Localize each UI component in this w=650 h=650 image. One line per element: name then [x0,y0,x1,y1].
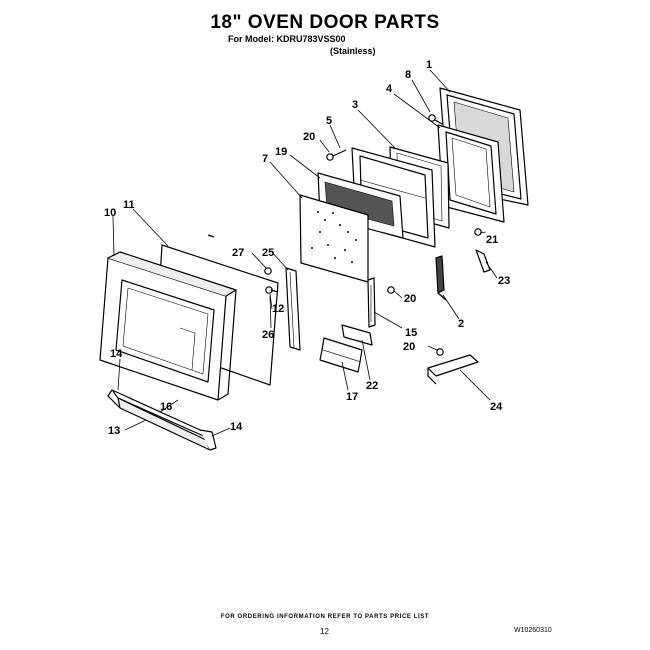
part-vent-22 [341,324,373,346]
ordering-note: FOR ORDERING INFORMATION REFER TO PARTS … [220,614,430,620]
callout-25: 25 [262,247,274,259]
part-outer-door-panel [99,251,237,401]
callout-21: 21 [486,234,498,246]
callout-22: 22 [366,380,378,392]
callout-10: 10 [104,207,116,219]
callout-16: 16 [160,401,172,413]
part-clip [475,249,491,273]
callout-1: 1 [426,59,432,71]
callout-3: 3 [352,99,358,111]
callout-15: 15 [405,327,417,339]
callout-5: 5 [326,115,332,127]
callout-26: 26 [262,329,274,341]
callout-8: 8 [405,69,411,81]
screw-8-icon [428,114,443,125]
callout-24: 24 [490,401,503,413]
part-lower-bracket [427,354,479,385]
callout-19: 19 [275,146,287,158]
callout-12: 12 [272,303,284,315]
part-vent-17 [319,337,363,373]
callout-2: 2 [458,318,464,330]
part-door-handle [107,389,217,451]
callout-27: 27 [232,247,244,259]
part-hinge-bracket [367,277,376,328]
callout-labels: 1 8 4 3 5 20 19 7 11 10 27 25 12 26 21 2… [104,59,510,437]
callout-20-low: 20 [403,341,415,353]
screw-20-icon [326,149,444,356]
finish-line: (Stainless) [330,46,376,56]
part-hinge [435,255,447,301]
page-number: 12 [320,627,329,636]
callout-13: 13 [108,425,120,437]
callout-20-mid: 20 [404,293,416,305]
page-title: 18" OVEN DOOR PARTS [210,12,440,33]
callout-14-right: 14 [230,421,243,433]
callout-23: 23 [498,275,510,287]
leader-lines [112,69,498,437]
model-line: For Model: KDRU783VSS00 [228,34,346,44]
callout-20-top: 20 [303,131,315,143]
part-side-trim [285,267,301,351]
document-code: W10260310 [514,627,552,634]
callout-14-left: 14 [110,348,123,360]
callout-11: 11 [123,199,135,211]
screw-27-icon [264,267,279,294]
screw-21-icon [474,228,482,236]
part-insulation-panel [299,194,369,283]
callout-7: 7 [262,153,268,165]
callout-17: 17 [346,391,358,403]
callout-4: 4 [386,83,393,95]
